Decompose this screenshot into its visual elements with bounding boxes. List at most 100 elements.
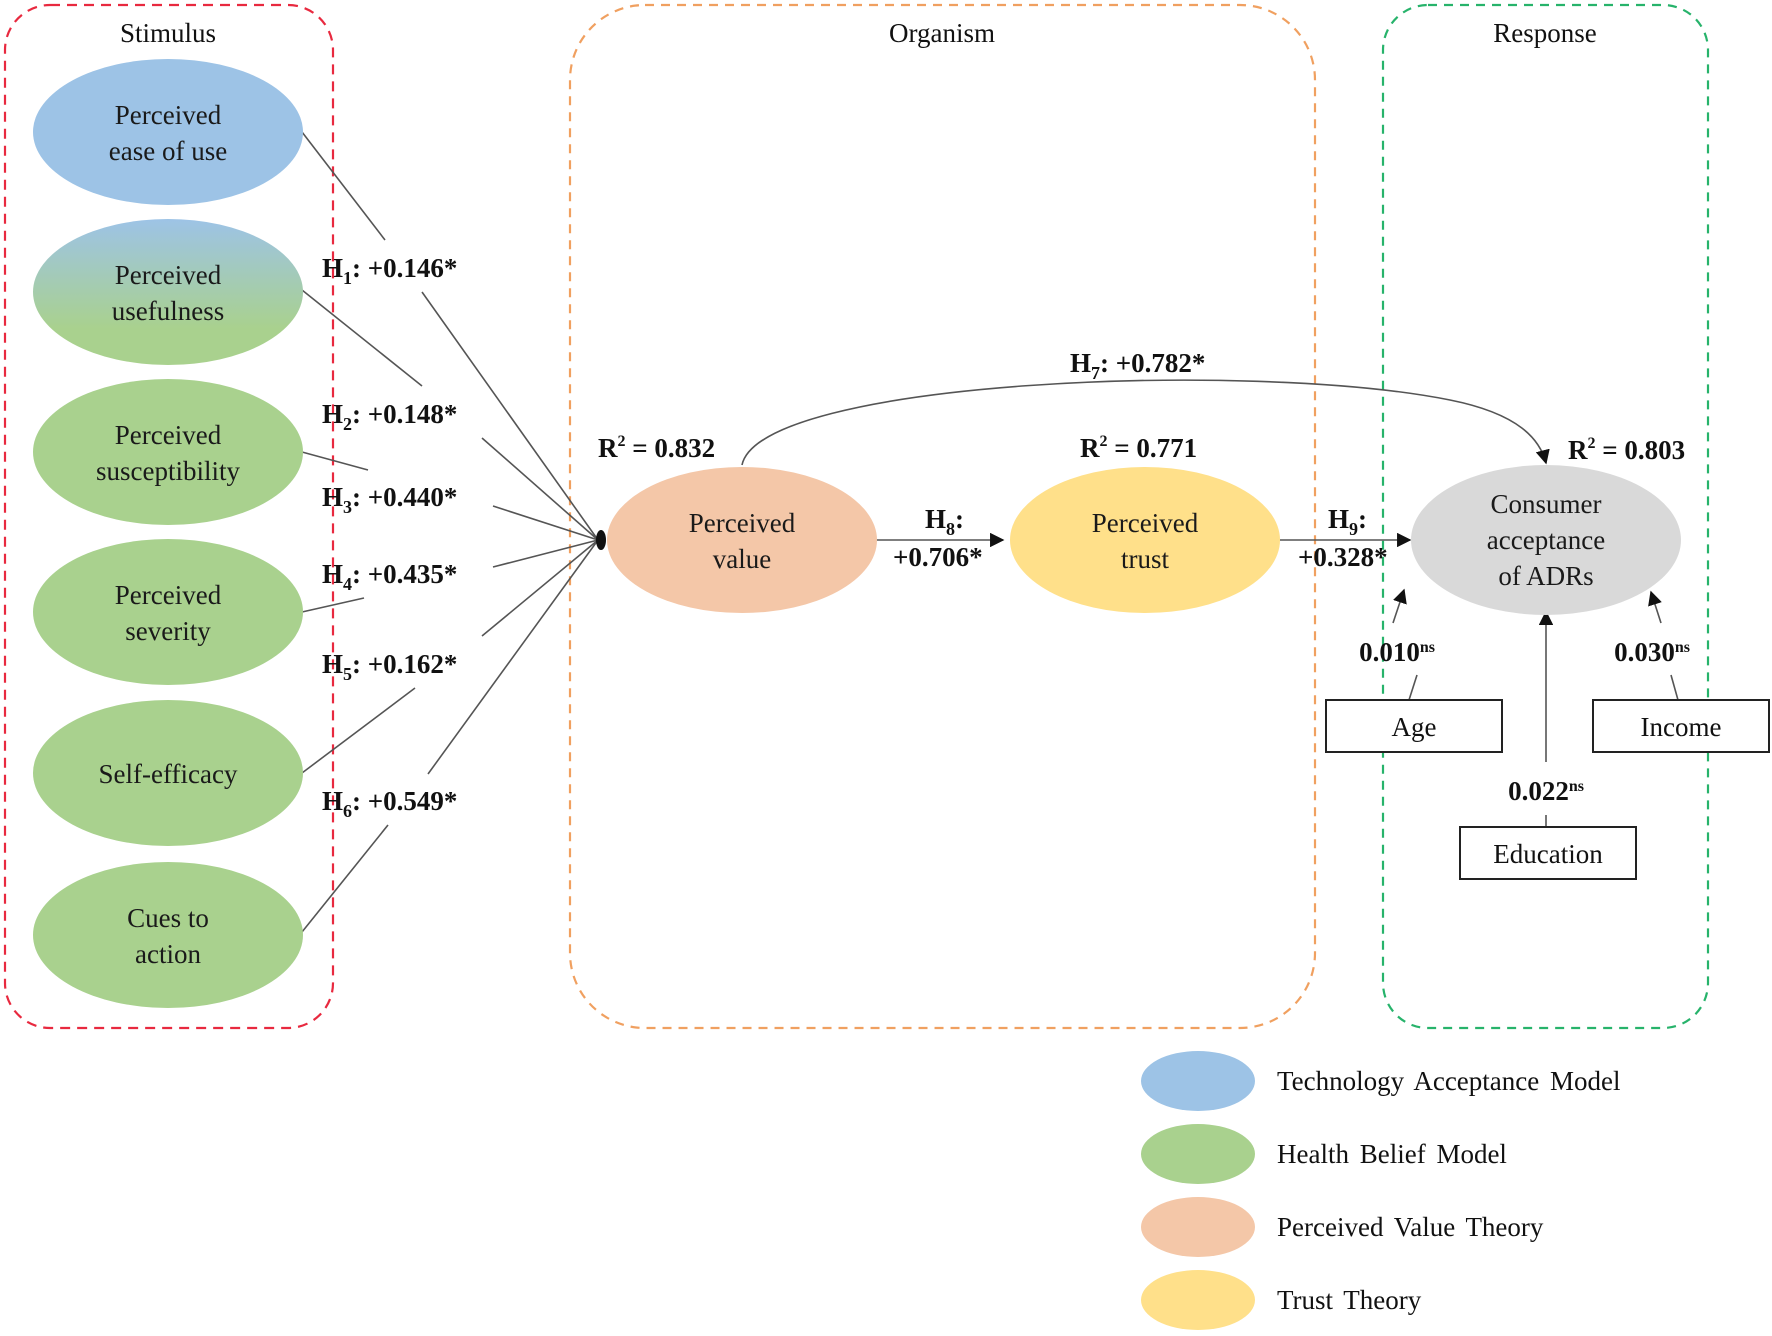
h5-label: H5: +0.162*	[322, 649, 457, 684]
legend-label-pvt: Perceived Value Theory	[1277, 1212, 1544, 1242]
income-coefficient: 0.030ns	[1614, 637, 1690, 667]
stimulus-group-border	[3, 3, 335, 1030]
node-ellipse	[33, 379, 303, 525]
h5-path-segment-a	[301, 687, 416, 774]
node-label-line: severity	[125, 616, 211, 646]
legend-swatch-tam	[1141, 1051, 1255, 1111]
node-label-line: value	[713, 544, 771, 574]
control-education: 0.022ns Education	[1459, 776, 1637, 880]
node-ellipse	[1411, 465, 1681, 615]
stimulus-group-title: Stimulus	[120, 18, 216, 48]
legend-swatch-hbm	[1141, 1124, 1255, 1184]
income-path-a	[1648, 590, 1662, 624]
organism-group: Organism	[568, 3, 1317, 1030]
node-label-line: Perceived	[115, 420, 222, 450]
organism-group-border	[568, 3, 1317, 1030]
node-consumer-acceptance: Consumer acceptance of ADRs R2 = 0.803	[1411, 435, 1685, 615]
node-ellipse	[1010, 467, 1280, 613]
node-label-line: Perceived	[1092, 508, 1199, 538]
age-box-label: Age	[1392, 712, 1437, 742]
node-label-line: Perceived	[115, 580, 222, 610]
response-group-title: Response	[1493, 18, 1597, 48]
node-label-line: Consumer	[1491, 489, 1602, 519]
node-perceived-trust: Perceived trust R2 = 0.771	[1010, 433, 1280, 613]
h1-path-segment-b	[421, 291, 599, 541]
node-label-line: action	[135, 939, 201, 969]
h4-path-segment-b	[492, 539, 599, 568]
h3-path-segment-a	[301, 451, 369, 471]
node-label-line: usefulness	[112, 296, 224, 326]
h8-label-line1: H8:	[925, 504, 964, 539]
h7-label: H7: +0.782*	[1070, 348, 1205, 383]
node-perceived-value: Perceived value R2 = 0.832	[598, 433, 877, 613]
legend-label-hbm: Health Belief Model	[1277, 1139, 1507, 1169]
legend-swatch-tt	[1141, 1270, 1255, 1330]
legend-label-tam: Technology Acceptance Model	[1277, 1066, 1620, 1096]
h6-path-segment-b	[427, 539, 599, 775]
h4-label: H4: +0.435*	[322, 559, 457, 594]
node-label-line: susceptibility	[96, 456, 240, 486]
r2-consumer-acceptance: R2 = 0.803	[1568, 435, 1685, 465]
node-ellipse	[33, 59, 303, 205]
r2-perceived-value: R2 = 0.832	[598, 433, 715, 463]
income-box-label: Income	[1641, 712, 1722, 742]
response-group: Response	[1381, 3, 1710, 1030]
h9-label: H9: +0.328*	[1298, 504, 1388, 572]
income-path-b	[1670, 674, 1679, 701]
legend-swatch-pvt	[1141, 1197, 1255, 1257]
node-self-efficacy: Self-efficacy	[33, 700, 303, 846]
node-label-line: Cues to	[127, 903, 209, 933]
age-box	[1325, 699, 1503, 753]
legend-item-pvt: Perceived Value Theory	[1141, 1197, 1544, 1257]
node-perceived-severity: Perceived severity	[33, 539, 303, 685]
node-label-line: Perceived	[115, 260, 222, 290]
organism-group-title: Organism	[889, 18, 995, 48]
connectors	[301, 131, 1679, 933]
age-path-a	[1392, 588, 1407, 624]
node-label-line: Perceived	[115, 100, 222, 130]
r2-perceived-trust: R2 = 0.771	[1080, 433, 1197, 463]
h3-label: H3: +0.440*	[322, 482, 457, 517]
h3-path-segment-b	[492, 505, 599, 541]
control-age: 0.010ns Age	[1325, 637, 1503, 753]
node-label-line: trust	[1121, 544, 1170, 574]
stimulus-group: Stimulus	[3, 3, 335, 1030]
stimulus-nodes: Perceived ease of use Perceived usefulne…	[33, 59, 303, 1008]
h5-path-segment-b	[481, 539, 599, 637]
node-label-line: ease of use	[109, 136, 227, 166]
node-perceived-susceptibility: Perceived susceptibility	[33, 379, 303, 525]
h6-path-segment-a	[301, 824, 389, 933]
control-income: 0.030ns Income	[1592, 637, 1770, 753]
h2-label: H2: +0.148*	[322, 399, 457, 434]
node-ellipse	[33, 862, 303, 1008]
h9-label-line2: +0.328*	[1298, 542, 1388, 572]
h2-path-segment-b	[481, 437, 599, 541]
node-label-line: Perceived	[689, 508, 796, 538]
education-coefficient: 0.022ns	[1508, 776, 1584, 806]
education-box-label: Education	[1493, 839, 1603, 869]
h8-label: H8: +0.706*	[893, 504, 983, 572]
stimulus-path-labels: H1: +0.146* H2: +0.148* H3: +0.440* H4: …	[322, 253, 457, 821]
h8-label-line2: +0.706*	[893, 542, 983, 572]
convergence-arrowhead	[596, 530, 606, 550]
age-path-b	[1408, 674, 1418, 701]
node-perceived-usefulness: Perceived usefulness	[33, 219, 303, 365]
h6-label: H6: +0.549*	[322, 786, 457, 821]
node-label-line: acceptance	[1487, 525, 1605, 555]
node-perceived-ease-of-use: Perceived ease of use	[33, 59, 303, 205]
node-cues-to-action: Cues to action	[33, 862, 303, 1008]
h1-label: H1: +0.146*	[322, 253, 457, 288]
legend-item-tam: Technology Acceptance Model	[1141, 1051, 1620, 1111]
h9-label-line1: H9:	[1328, 504, 1367, 539]
node-ellipse	[33, 700, 303, 846]
h2-path-segment-a	[301, 289, 423, 387]
legend-item-hbm: Health Belief Model	[1141, 1124, 1507, 1184]
node-label-line: of ADRs	[1498, 561, 1593, 591]
income-box	[1592, 699, 1770, 753]
legend-label-tt: Trust Theory	[1277, 1285, 1422, 1315]
legend-item-tt: Trust Theory	[1141, 1270, 1422, 1330]
node-ellipse	[33, 219, 303, 365]
legend: Technology Acceptance Model Health Belie…	[1141, 1051, 1620, 1330]
node-ellipse	[607, 467, 877, 613]
